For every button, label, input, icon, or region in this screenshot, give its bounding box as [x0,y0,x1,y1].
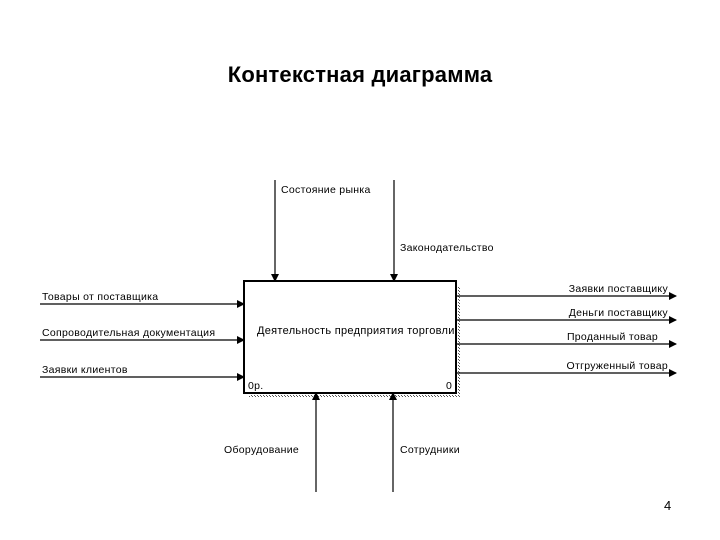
process-box[interactable] [243,280,457,394]
mechanism-label-staff: Сотрудники [400,444,460,456]
slide-title: Контекстная диаграмма [227,62,493,87]
input-label-client-orders: Заявки клиентов [42,364,128,376]
process-cost: 0р. [248,380,264,392]
process-name: Деятельность предприятия торговли [257,325,455,337]
page-number: 4 [664,498,672,513]
input-label-goods: Товары от поставщика [42,291,159,303]
output-label-sold-goods: Проданный товар [566,331,658,343]
control-label-legislation: Законодательство [400,242,494,254]
output-label-supplier-money: Деньги поставщику [568,307,668,319]
output-label-shipped-goods: Отгруженный товар [566,360,668,372]
input-label-docs: Сопроводительная документация [42,327,216,339]
process-number: 0 [446,380,453,392]
output-label-supplier-orders: Заявки поставщику [568,283,668,295]
mechanism-label-equipment: Оборудование [224,444,300,456]
control-label-market: Состояние рынка [281,184,371,196]
